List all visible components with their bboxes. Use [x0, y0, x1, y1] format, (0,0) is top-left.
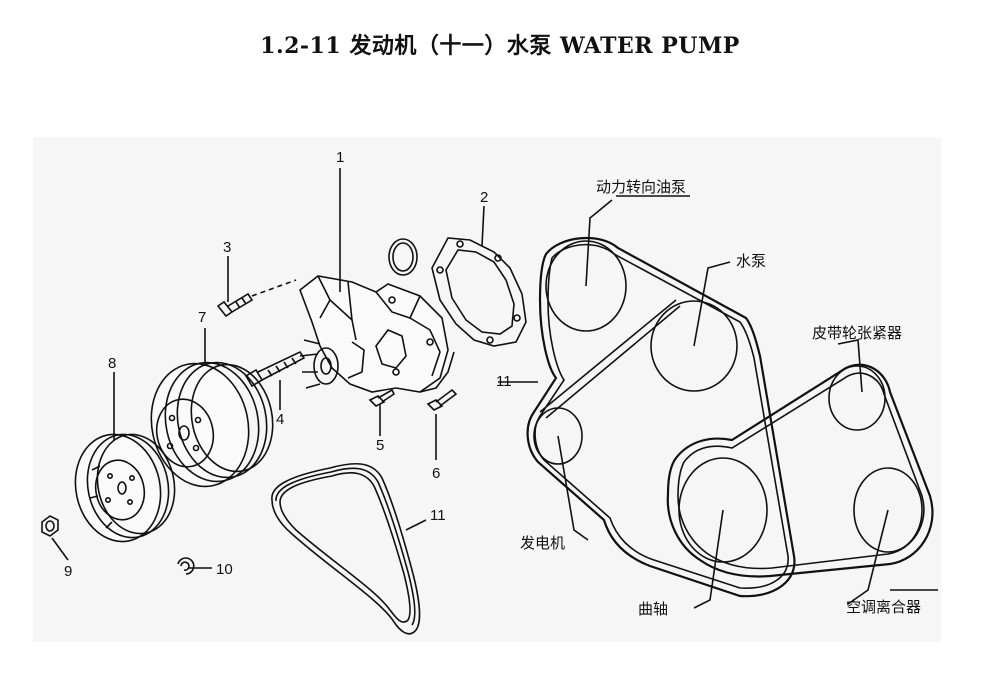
callout-3: 3 [223, 239, 231, 256]
pulley-7 [150, 361, 274, 488]
tensioner-pulley [828, 365, 886, 431]
water-pump-pulley [650, 300, 738, 392]
callout-leaders [51, 168, 538, 569]
callout-11-belt: 11 [430, 507, 446, 524]
label-belt-tensioner: 皮带轮张紧器 [812, 324, 902, 342]
gasket [431, 237, 527, 347]
callout-6: 6 [432, 465, 440, 482]
o-ring [388, 238, 418, 276]
callout-7: 7 [198, 309, 206, 326]
label-crankshaft: 曲轴 [638, 600, 668, 618]
label-power-steering-pump: 动力转向油泵 [596, 178, 686, 196]
water-pump-body [299, 275, 455, 393]
belt-routing-diagram [526, 195, 938, 609]
label-ac-clutch: 空调离合器 [846, 598, 921, 616]
power-steering-pulley [545, 240, 627, 332]
ac-clutch-pulley [853, 467, 923, 553]
label-alternator: 发电机 [520, 534, 565, 552]
label-water-pump: 水泵 [736, 252, 766, 270]
page-title: 1.2-11 发动机（十一）水泵 WATER PUMP [260, 33, 740, 59]
callout-8: 8 [108, 355, 116, 372]
callout-5: 5 [376, 437, 384, 454]
bolt-5 [368, 388, 396, 407]
callout-10: 10 [216, 561, 233, 578]
bolt-6 [426, 388, 458, 411]
drive-belt-loose [271, 462, 421, 635]
callout-1: 1 [336, 149, 344, 166]
bolt-3 [216, 279, 297, 318]
callout-9: 9 [64, 563, 72, 580]
pulley-8 [74, 433, 176, 543]
bolt-4 [244, 350, 306, 388]
callout-11-routing: 11 [496, 373, 512, 390]
nut-9 [41, 515, 59, 537]
callout-4: 4 [276, 411, 284, 428]
clip-10 [177, 557, 195, 575]
callout-2: 2 [480, 189, 488, 206]
